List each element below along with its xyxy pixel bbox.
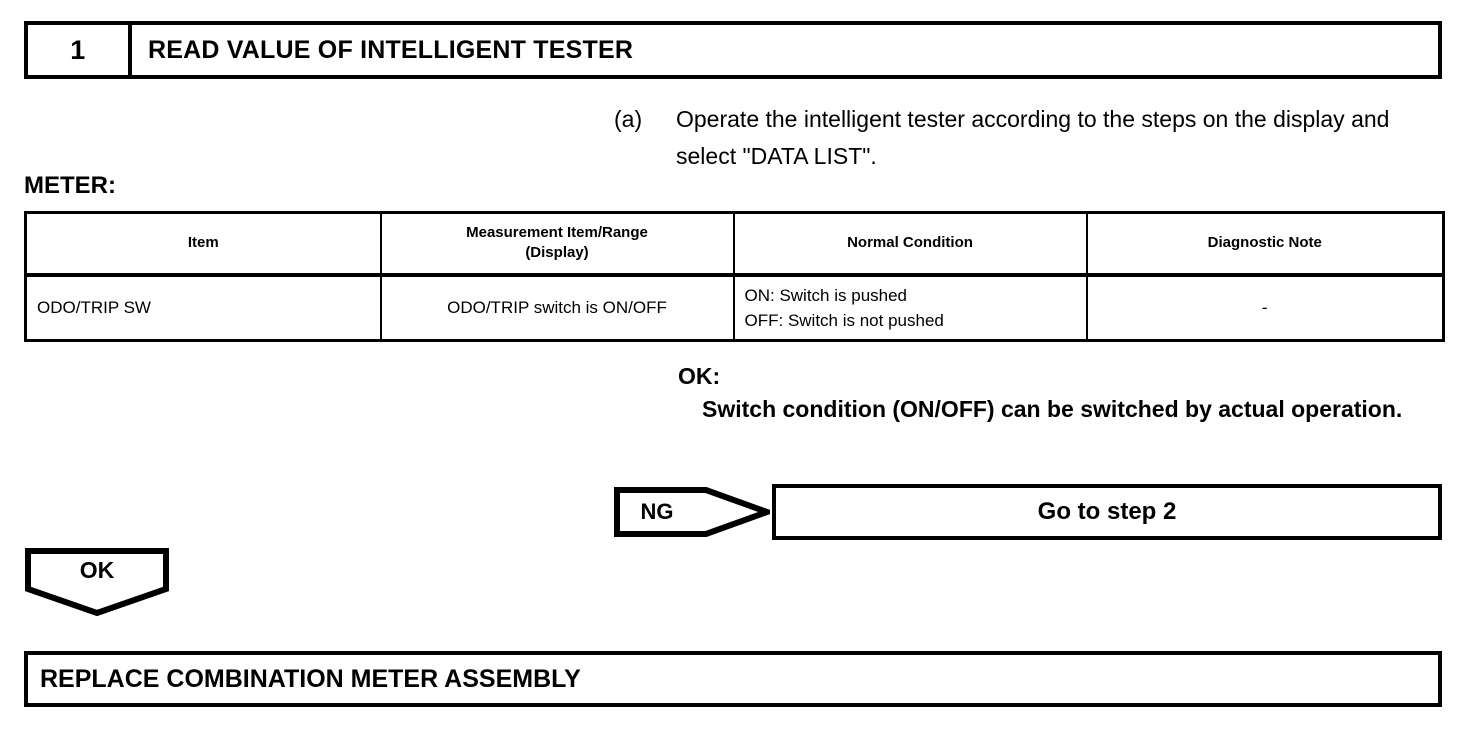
ok-criteria-label: OK: [678,363,721,389]
table-caption: METER: [24,172,116,199]
ok-arrow-down-icon: OK [25,548,169,616]
go-to-step-2-box[interactable]: Go to step 2 [772,484,1442,540]
ok-criteria-block: OK: Switch condition (ON/OFF) can be swi… [678,360,1438,427]
cell-diagnostic-note: - [1085,273,1445,341]
procedure-item: (a) Operate the intelligent tester accor… [614,101,1434,175]
cell-normal-condition-line1: ON: Switch is pushed [744,285,908,305]
procedure-text: Operate the intelligent tester according… [676,106,1390,169]
cell-measurement-range: ODO/TRIP switch is ON/OFF [379,273,735,341]
final-action-label: REPLACE COMBINATION METER ASSEMBLY [40,664,581,693]
ng-label: NG [640,499,674,524]
cell-normal-condition: ON: Switch is pushed OFF: Switch is not … [732,273,1088,341]
cell-item: ODO/TRIP SW [24,273,382,341]
ng-arrow-right-icon: NG [614,487,770,537]
final-action-box[interactable]: REPLACE COMBINATION METER ASSEMBLY [24,651,1442,707]
column-header-measurement-range-line2: (Display) [525,244,589,262]
table-header-row: Item Measurement Item/Range (Display) No… [24,211,1445,277]
column-header-measurement-range-line1: Measurement Item/Range [466,224,648,242]
column-header-item: Item [24,211,382,277]
step-title: READ VALUE OF INTELLIGENT TESTER [148,35,634,64]
go-to-step-2-label: Go to step 2 [1037,498,1177,525]
column-header-measurement-range: Measurement Item/Range (Display) [379,211,735,277]
ng-branch-row: NG Go to step 2 [614,484,1442,540]
step-header-bar: 1 READ VALUE OF INTELLIGENT TESTER [24,21,1442,79]
cell-normal-condition-line2: OFF: Switch is not pushed [744,310,944,330]
ok-criteria-text: Switch condition (ON/OFF) can be switche… [702,396,1403,422]
table-row: ODO/TRIP SW ODO/TRIP switch is ON/OFF ON… [24,273,1445,341]
column-header-diagnostic-note: Diagnostic Note [1085,211,1445,277]
procedure-marker: (a) [614,106,643,132]
step-number: 1 [28,25,132,75]
ok-branch-label: OK [79,556,115,583]
data-list-table: Item Measurement Item/Range (Display) No… [24,211,1445,342]
column-header-normal-condition: Normal Condition [732,211,1088,277]
